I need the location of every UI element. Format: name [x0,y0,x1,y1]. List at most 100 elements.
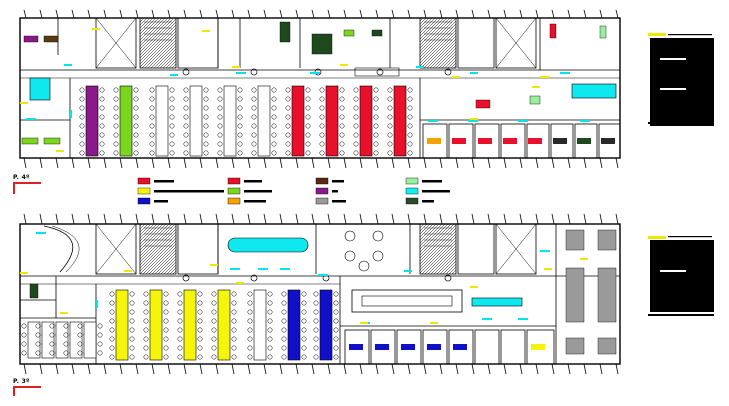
chair [339,141,345,147]
facade-mullion [407,213,411,225]
glass-partition [518,318,528,320]
facade-mullion [183,213,187,225]
chair [211,291,217,297]
chair [271,114,277,120]
legend-swatch [315,197,329,205]
facade-mullion [599,213,603,225]
chair [35,341,41,347]
chair [237,96,243,102]
facade-mullion [407,9,411,19]
facade-mullion [87,213,91,225]
glass-partition [170,74,178,76]
chair [197,354,203,360]
glass-partition [96,300,98,308]
facade-mullion [519,9,523,19]
facade-mullion [151,157,155,169]
chair [203,87,209,93]
chair [77,341,83,347]
chair [217,105,223,111]
chair [163,336,169,342]
workstation-desk [217,289,231,361]
chair [149,141,155,147]
chair [301,345,307,351]
facade-mullion [199,9,203,19]
chair [353,150,359,156]
facade-mullion [151,9,155,19]
chair [97,332,103,338]
facade-mullion [263,157,267,169]
facade-mullion [455,363,459,375]
chair [63,350,69,356]
chair [373,87,379,93]
chair [267,309,273,315]
chair [113,114,119,120]
chair [281,300,287,306]
glass-partition [470,286,478,288]
chair [183,141,189,147]
chair [163,345,169,351]
chair [251,87,257,93]
chair [183,87,189,93]
glass-partition [36,232,46,234]
workstation-desk [115,289,129,361]
chair [149,96,155,102]
chair [143,300,149,306]
facade-mullion [231,157,235,169]
chair [97,350,103,356]
chair [237,114,243,120]
chair [183,150,189,156]
glass-partition [482,318,492,320]
chair [35,332,41,338]
chair [333,354,339,360]
chair [301,309,307,315]
chair [169,132,175,138]
chair [99,105,105,111]
facade-mullion [311,157,315,169]
chair [237,87,243,93]
chair [143,336,149,342]
facade-mullion [583,157,587,169]
chair [177,354,183,360]
chair [113,150,119,156]
floor-4-label: P. 4º [13,174,30,181]
chair [149,123,155,129]
legend-swatch [405,177,419,185]
facade-mullion [215,363,219,375]
facade-mullion [487,213,491,225]
chair [169,150,175,156]
chair [313,291,319,297]
chair [183,96,189,102]
chair [237,150,243,156]
facade-mullion [103,213,107,225]
facade-mullion [391,157,395,169]
chair [333,336,339,342]
chair [99,132,105,138]
facade-mullion [183,363,187,375]
chair [387,96,393,102]
glass-partition [236,282,244,284]
legend-label-text [154,190,224,193]
facade-mullion [183,9,187,19]
chair [49,341,55,347]
facade-mullion [23,157,27,169]
chair [99,150,105,156]
chair [305,132,311,138]
chair [183,105,189,111]
glass-partition [92,28,100,30]
chair [301,318,307,324]
legend-label-text [332,180,344,183]
chair [211,345,217,351]
chair [251,150,257,156]
chair [319,150,325,156]
facade-mullion [215,9,219,19]
chair [211,300,217,306]
workstation-desk [41,321,55,359]
chair [333,318,339,324]
legend-swatch [227,197,241,205]
facade-mullion [487,157,491,169]
chair [387,87,393,93]
chair [211,309,217,315]
chair [211,327,217,333]
facade-mullion [567,9,571,19]
chair [319,105,325,111]
